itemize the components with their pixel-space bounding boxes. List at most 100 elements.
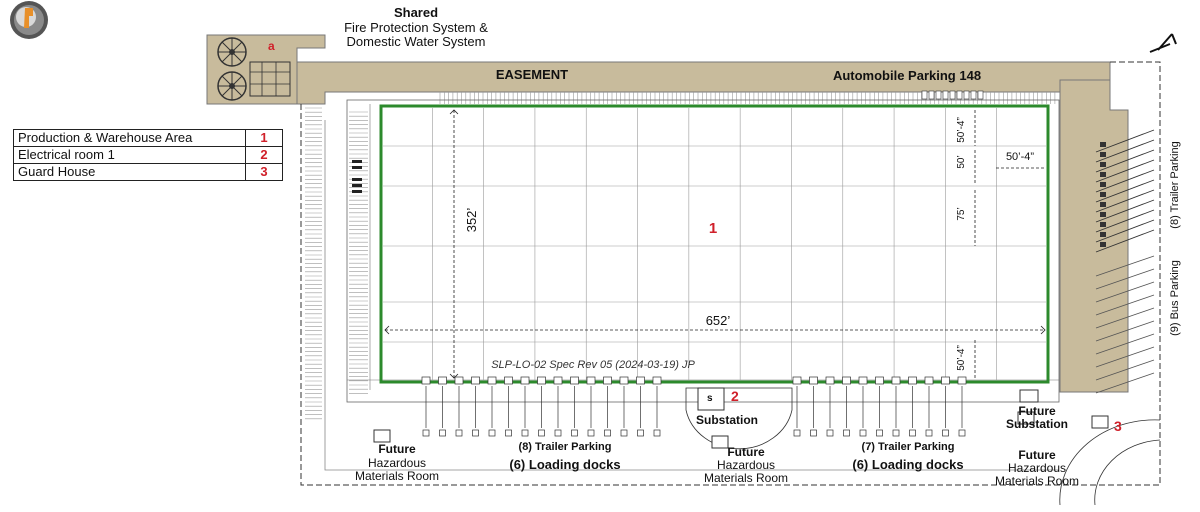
dimension-lines — [384, 109, 1046, 379]
dock-door — [487, 376, 497, 385]
dim-column-spacing: 50’-4” — [1006, 151, 1034, 163]
bus-stall — [1095, 333, 1155, 355]
dock-door — [504, 376, 513, 385]
dock-door — [825, 376, 835, 385]
column-grid — [383, 108, 1046, 380]
dock-bollard — [554, 429, 562, 437]
spec-caption: SLP-LO-02 Spec Rev 05 (2024-03-19) JP — [491, 359, 695, 371]
fan-icon — [217, 37, 247, 67]
dock-door — [809, 376, 818, 385]
dim-bay-50: 50’ — [956, 155, 967, 168]
trailer-stall — [1095, 229, 1155, 253]
substation-label: Substation — [696, 413, 758, 427]
accessible-stall — [949, 90, 956, 100]
trailer-stall — [1095, 129, 1155, 153]
dock-door — [858, 376, 868, 385]
dock-door — [842, 376, 851, 385]
right-future: Future — [1018, 404, 1056, 418]
bus-stall — [1095, 346, 1155, 368]
dock-bollard — [488, 429, 496, 437]
legend-number: 3 — [245, 163, 283, 181]
trailer-parking-east: (8) Trailer Parking — [1169, 141, 1181, 228]
bus-stall — [1095, 294, 1155, 316]
dock-bollard — [909, 429, 916, 437]
dock-door — [636, 376, 645, 385]
trailer-parking-left: (8) Trailer Parking — [518, 441, 612, 453]
trailer-stall — [1095, 159, 1155, 183]
auto-parking-label: Automobile Parking 148 — [833, 68, 981, 83]
dim-height: 352’ — [464, 208, 479, 233]
loading-docks — [421, 376, 967, 437]
dim-bay-75: 75’ — [956, 207, 967, 220]
bus-stall — [1095, 372, 1155, 394]
pump-room — [206, 34, 326, 105]
haz-room-left-box — [373, 429, 391, 443]
accessible-stall — [935, 90, 942, 100]
accessible-stall — [928, 90, 935, 100]
dock-bollard — [843, 429, 850, 437]
dock-bollard — [439, 429, 446, 437]
trailer-parking-right: (7) Trailer Parking — [861, 441, 955, 453]
dock-bollard — [892, 429, 900, 437]
bus-stall — [1095, 268, 1155, 290]
dock-door — [941, 376, 950, 385]
shared-line-1: Fire Protection System & — [344, 20, 488, 35]
accessible-stall — [956, 90, 963, 100]
bus-parking-label: (9) Bus Parking — [1169, 260, 1181, 336]
substation-mark: s — [707, 393, 713, 404]
legend-number: 2 — [245, 146, 283, 164]
dock-bollard — [810, 429, 817, 437]
stall-marker — [352, 178, 362, 181]
stall-marker — [352, 166, 362, 169]
haz-mid-future: Future — [727, 445, 765, 459]
legend-label: Production & Warehouse Area — [13, 129, 246, 147]
accessible-stall — [921, 90, 928, 100]
trailer-stall-marker — [1100, 242, 1106, 247]
haz-left-hazardous: Hazardous — [367, 456, 427, 470]
haz-mid-materials: Materials Room — [703, 471, 789, 485]
north-arrow-icon — [1149, 33, 1177, 53]
north-parking-stalls — [439, 90, 1056, 104]
easement-label: EASEMENT — [496, 67, 568, 82]
right-materials: Materials Room — [994, 474, 1080, 488]
dock-door — [570, 376, 579, 385]
dock-bollard — [505, 429, 512, 437]
dim-bay-bottom: 50’-4” — [956, 345, 967, 371]
stall-marker — [352, 190, 362, 193]
fan-icon — [217, 71, 247, 101]
haz-room-right-box — [1017, 411, 1035, 425]
east-access-road — [1059, 79, 1129, 393]
dock-door — [908, 376, 917, 385]
site-boundary — [300, 104, 1161, 486]
right-substation: Substation — [1006, 417, 1068, 431]
east-trailer-stalls — [1095, 129, 1155, 253]
dim-bay-top: 50’-4” — [956, 117, 967, 143]
trailer-stall — [1095, 189, 1155, 213]
legend-label: Electrical room 1 — [13, 146, 246, 164]
substation-number: 2 — [731, 388, 739, 404]
dock-bollard — [422, 429, 430, 437]
dock-bollard — [604, 429, 611, 437]
bus-stall — [1095, 320, 1155, 342]
trailer-stall-marker — [1100, 172, 1106, 177]
dim-width: 652’ — [706, 313, 731, 328]
right-future-haz: Future — [1018, 448, 1056, 462]
dock-bollard — [958, 429, 966, 437]
stall-marker — [352, 184, 362, 187]
accessible-stall — [963, 90, 970, 100]
dock-door — [537, 376, 546, 385]
trailer-stall — [1095, 219, 1155, 243]
dock-door — [619, 376, 629, 385]
trailer-stall — [1095, 209, 1155, 233]
trailer-stall-marker — [1100, 192, 1106, 197]
trailer-stall — [1095, 179, 1155, 203]
dock-door — [957, 376, 967, 385]
trailer-stall-marker — [1100, 212, 1106, 217]
trailer-stall-marker — [1100, 142, 1106, 147]
accessible-stall — [977, 90, 984, 100]
loading-docks-right: (6) Loading docks — [852, 457, 964, 472]
dock-door — [553, 376, 563, 385]
west-parking-stalls — [305, 107, 368, 420]
dock-door — [792, 376, 802, 385]
